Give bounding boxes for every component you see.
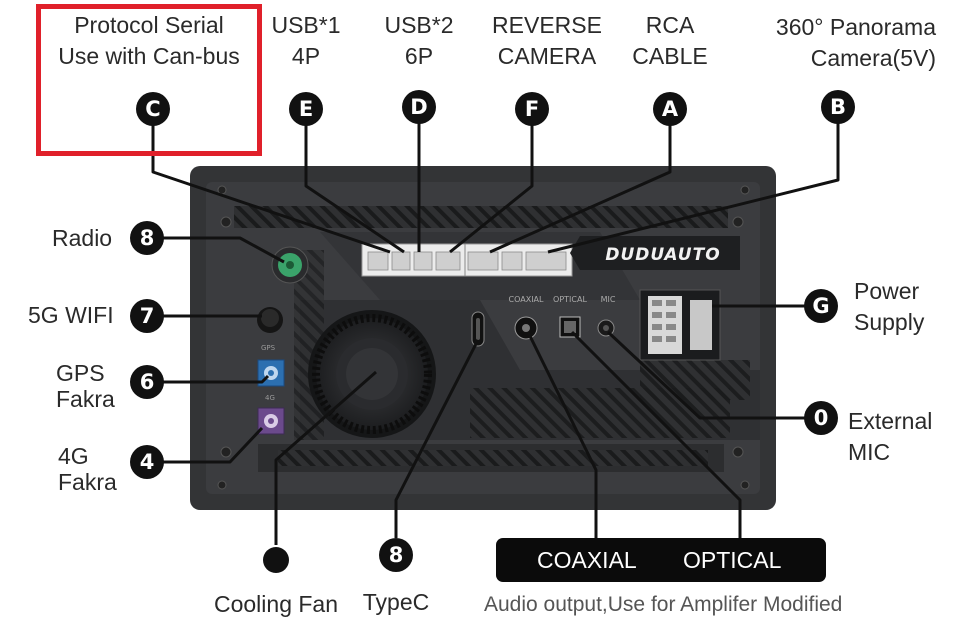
badge-4g: 4 (130, 445, 164, 479)
connector-block (361, 243, 573, 277)
badge-g: G (804, 289, 838, 323)
label-rca-cable: RCA CABLE (632, 12, 708, 69)
label-usb2: USB*2 6P (384, 12, 454, 69)
badge-c: C (136, 92, 170, 126)
label-cooling-fan: Cooling Fan (213, 591, 339, 617)
badge-mic: 0 (804, 401, 838, 435)
label-external-mic: External MIC (848, 408, 933, 465)
port-label-coaxial: COAXIAL (509, 295, 545, 304)
badge-radio: 8 (130, 221, 164, 255)
badge-a: A (653, 92, 687, 126)
badge-d: D (402, 90, 436, 124)
badge-gps: 6 (130, 365, 164, 399)
audio-output-pill: COAXIAL OPTICAL (496, 538, 826, 582)
label-coaxial: COAXIAL (537, 547, 637, 573)
badge-f: F (515, 92, 549, 126)
badge-e: E (289, 92, 323, 126)
label-optical: OPTICAL (683, 547, 782, 573)
fourg-tag: 4G (265, 394, 275, 402)
badge-wifi: 7 (130, 299, 164, 333)
highlight-box (36, 4, 262, 156)
badge-typec: 8 (379, 538, 413, 572)
label-4g-fakra: 4G Fakra (58, 443, 117, 495)
audio-output-note: Audio output,Use for Amplifer Modified (484, 593, 843, 616)
label-radio: Radio (52, 225, 113, 251)
badge-b: B (821, 90, 855, 124)
label-typec: TypeC (362, 589, 430, 615)
label-reverse-camera: REVERSE CAMERA (492, 12, 602, 69)
brand-logo: DUDUAUTO (605, 245, 720, 265)
port-label-mic: MIC (601, 295, 616, 304)
label-protocol-serial: Protocol Serial Use with Can-bus (58, 12, 240, 69)
cooling-fan-dot (263, 547, 289, 573)
label-panorama-camera: 360° Panorama Camera(5V) (775, 14, 936, 71)
label-gps-fakra: GPS Fakra (56, 360, 115, 412)
label-5g-wifi: 5G WIFI (28, 302, 114, 328)
label-usb1: USB*1 4P (271, 12, 341, 69)
gps-tag: GPS (261, 344, 276, 352)
port-label-optical: OPTICAL (553, 295, 587, 304)
label-power-supply: Power Supply (854, 278, 925, 335)
